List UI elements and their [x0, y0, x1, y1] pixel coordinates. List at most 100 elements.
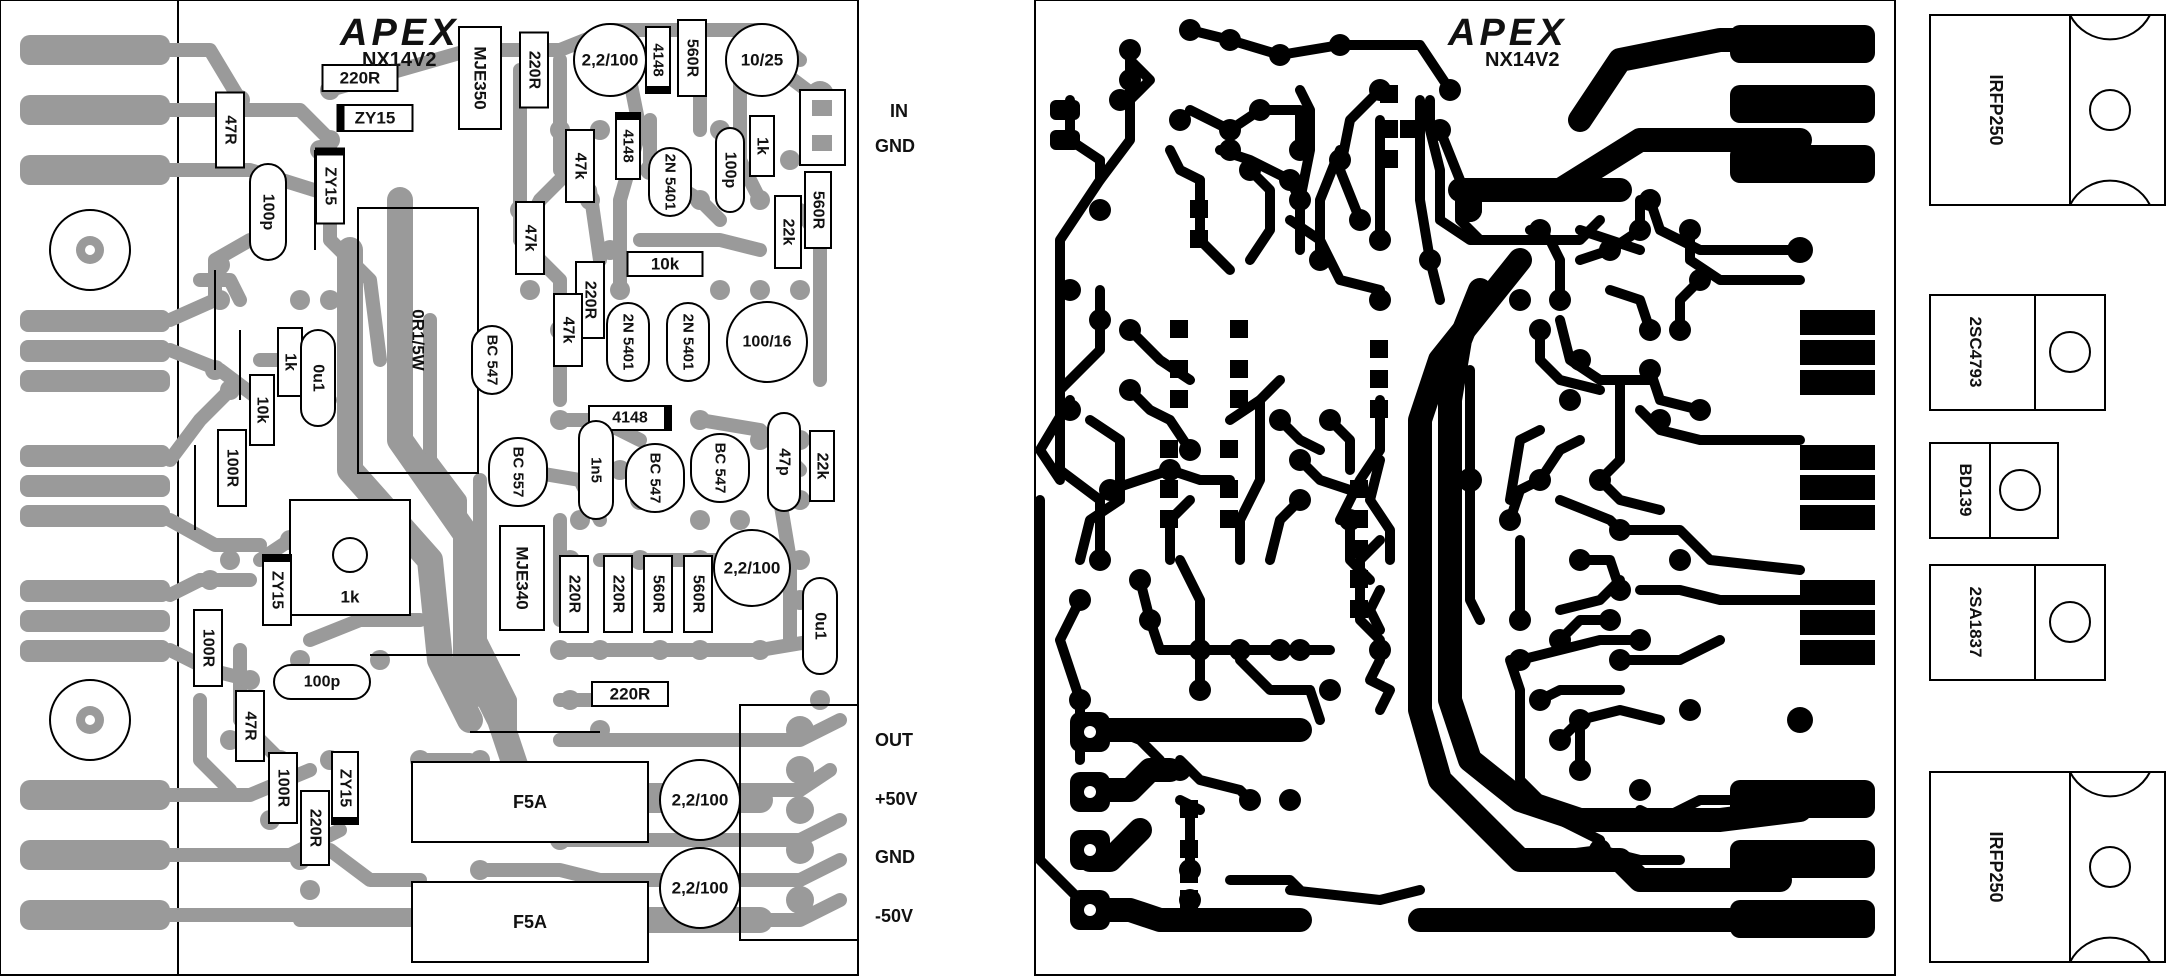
component-r47k-c: 47k	[553, 293, 583, 367]
component-label: MJE350	[471, 46, 490, 109]
component-label: 47k	[560, 317, 577, 344]
component-label: 47k	[572, 153, 589, 180]
component-c10-25: 10/25	[725, 23, 799, 97]
label-bd139: BD139	[1956, 464, 1975, 517]
component-r220-f: 220R	[591, 681, 669, 707]
component-label: 560R	[650, 575, 667, 614]
connector-labels: IN GND OUT +50V GND -50V	[875, 101, 918, 926]
component-label: 220R	[566, 575, 583, 614]
component-c0u1-b: 0u1	[802, 577, 838, 675]
component-q2n5401-a: 2N 5401	[648, 147, 692, 217]
brand-logo-left: APEX NX14V2	[339, 12, 455, 71]
component-label: 2N 5401	[620, 314, 637, 371]
component-zy15-c: ZY15	[262, 554, 292, 626]
component-fuse-b: F5A	[411, 881, 649, 963]
component-label: 100/16	[743, 334, 792, 351]
component-d4148-b: 4148	[615, 112, 641, 180]
component-label: 1k	[341, 588, 360, 607]
transistor-irfp250-top: IRFP250	[1929, 14, 2166, 206]
label-out: OUT	[875, 730, 913, 750]
component-r220-top: 220R	[321, 64, 399, 92]
component-label: 1k	[754, 137, 771, 155]
component-label: 10k	[254, 397, 271, 424]
component-r100-c: 100R	[268, 752, 298, 824]
component-label: 100R	[224, 449, 241, 488]
component-r47-a: 47R	[215, 91, 245, 169]
copper-square-pads	[1160, 85, 1418, 908]
input-connector-outline	[799, 89, 846, 166]
component-c100p-a: 100p	[249, 163, 287, 261]
component-side-panel: 220RZY1547R100pZY150R1/5WMJE350220R2,2/1…	[0, 0, 918, 976]
component-r220-d: 220R	[559, 555, 589, 633]
component-c22-100-d: 2,2/100	[659, 847, 741, 929]
component-r47k-a: 47k	[565, 129, 595, 203]
component-mje340: MJE340	[499, 525, 545, 631]
component-c22-100-c: 2,2/100	[659, 759, 741, 841]
component-qbc557: BC 557	[488, 437, 548, 507]
model-text: NX14V2	[362, 49, 437, 71]
component-r220-e: 220R	[603, 555, 633, 633]
component-c0u1-a: 0u1	[300, 329, 336, 427]
component-r100-b: 100R	[193, 609, 223, 687]
component-label: 560R	[684, 39, 701, 78]
component-label: 47R	[242, 711, 259, 741]
model-text-copper: NX14V2	[1485, 49, 1560, 71]
component-r560-a: 560R	[677, 19, 707, 97]
component-label: 4148	[620, 129, 637, 162]
component-label: F5A	[513, 912, 547, 932]
copper-connector-pads	[1050, 25, 1875, 938]
label-gnd-in: GND	[875, 136, 915, 156]
component-label: 0R1/5W	[409, 309, 428, 371]
component-label: BC 547	[712, 443, 729, 494]
component-r47k-b: 47k	[515, 201, 545, 275]
component-label: 560R	[810, 191, 827, 230]
component-r560-c: 560R	[643, 555, 673, 633]
transistor-panel: IRFP250 2SC4793 BD139 2SA1837	[1929, 14, 2166, 963]
transistor-bd139: BD139	[1929, 442, 2059, 539]
component-zy15-b: ZY15	[315, 147, 345, 225]
component-label: 2,2/100	[724, 559, 781, 578]
component-r10k-a: 10k	[626, 251, 704, 277]
component-zy15-a: ZY15	[336, 104, 414, 132]
transistor-2sa1837: 2SA1837	[1929, 564, 2106, 681]
component-label: 1k	[282, 353, 299, 371]
component-c22-100-a: 2,2/100	[573, 23, 647, 97]
component-q2n5401-b: 2N 5401	[606, 302, 650, 382]
label-irfp250-top: IRFP250	[1986, 74, 2006, 145]
component-label: 100p	[722, 152, 739, 189]
component-label: 2,2/100	[672, 879, 729, 898]
component-label: 10/25	[741, 51, 784, 70]
component-label: 560R	[690, 575, 707, 614]
component-c100p-b: 100p	[715, 127, 745, 213]
heatsink-fingers-left	[20, 35, 170, 930]
component-r220-b: 220R	[519, 31, 549, 109]
component-r22k-a: 22k	[774, 195, 802, 269]
component-r100-a: 100R	[217, 429, 247, 507]
copper-drill-holes	[1084, 726, 1096, 916]
component-label: 220R	[610, 575, 627, 614]
component-label: ZY15	[337, 769, 354, 807]
component-label: 0u1	[310, 364, 327, 392]
component-q2n5401-c: 2N 5401	[666, 302, 710, 382]
component-qbc547-b: BC 547	[625, 443, 685, 513]
component-label: 1n5	[588, 457, 605, 483]
component-label: 2,2/100	[582, 51, 639, 70]
component-label: 47R	[222, 115, 239, 145]
copper-side-panel: APEX NX14V2	[1034, 0, 1896, 976]
component-r560-d: 560R	[683, 555, 713, 633]
component-label: 4148	[650, 43, 667, 76]
component-label: 0u1	[812, 612, 829, 640]
component-label: 220R	[307, 809, 324, 848]
component-label: 100p	[304, 674, 341, 691]
component-label: F5A	[513, 792, 547, 812]
component-label: BC 547	[647, 453, 664, 504]
component-zy15-d: ZY15	[331, 751, 359, 825]
component-label: ZY15	[355, 109, 396, 128]
label-irfp250-bottom: IRFP250	[1986, 831, 2006, 902]
brand-logo-copper: APEX NX14V2	[1447, 12, 1563, 71]
component-r10k-b: 10k	[249, 374, 275, 446]
component-label: 220R	[610, 685, 651, 704]
component-c100p-c: 100p	[273, 664, 371, 700]
